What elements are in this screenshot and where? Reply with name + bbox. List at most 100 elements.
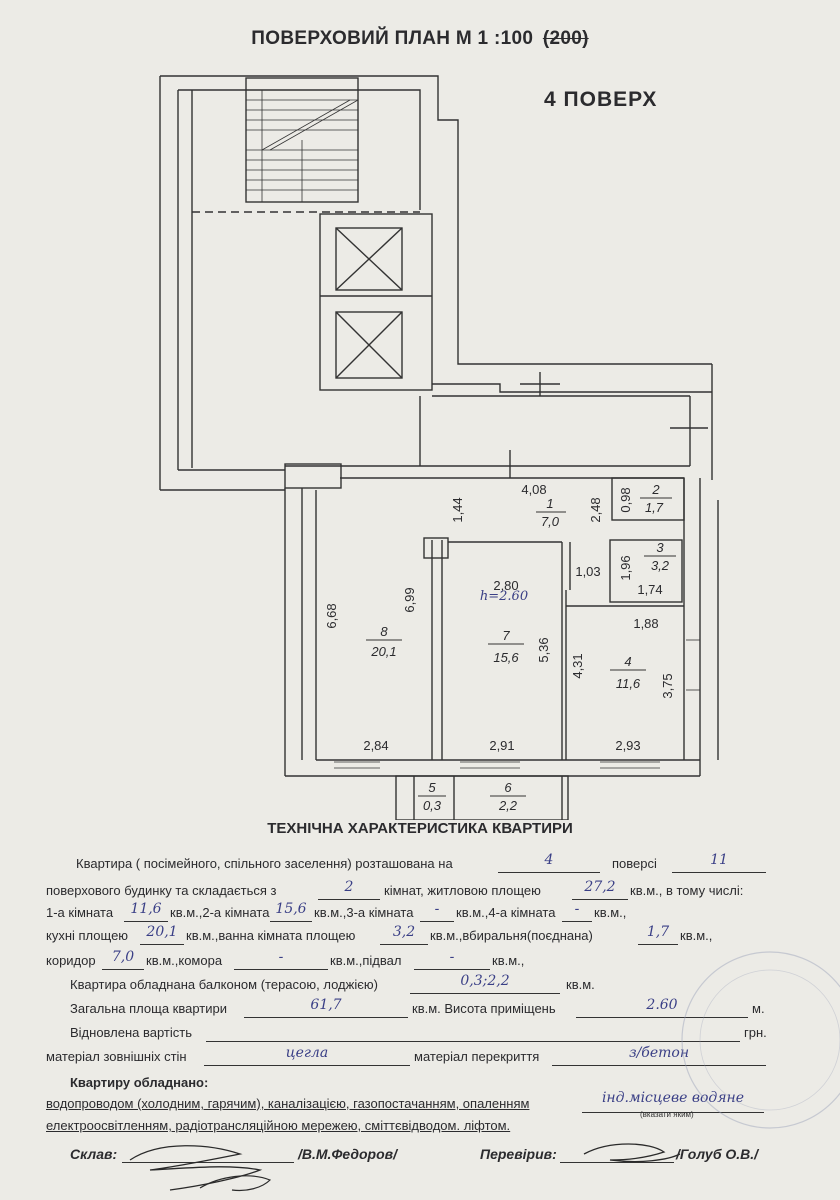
r9-floor-value: з/бетон — [628, 1045, 690, 1061]
r5-storage-label: кв.м.,комора — [146, 953, 223, 968]
dim-1-03: 1,03 — [575, 564, 600, 579]
room-7-number: 7 — [502, 628, 510, 643]
r4-kitchen-label: кухні площею — [46, 928, 129, 943]
r3-room3-value: - — [434, 901, 440, 917]
r5-storage-value: - — [278, 949, 284, 965]
r3-room2-value: 15,6 — [275, 901, 307, 917]
tech-row-12: електроосвітленням, радіотрансляційною м… — [0, 1118, 840, 1140]
signature-row: Склав: /В.М.Федоров/ Перевірив: /Голуб О… — [0, 1146, 840, 1168]
equipment-heading: Квартиру обладнано: — [70, 1075, 209, 1090]
r4-bath-label: кв.м.,ванна кімната площею — [186, 928, 356, 943]
r9-walls-label: матеріал зовнішніх стін — [46, 1049, 187, 1064]
r2-living-value: 27,2 — [584, 879, 616, 895]
dim-6-68: 6,68 — [324, 603, 339, 628]
signature-fedorov — [129, 1145, 263, 1191]
r6-balcony-value: 0,3;2,2 — [460, 973, 510, 989]
dim-2-48: 2,48 — [588, 497, 603, 522]
r3-room4-label: кв.м.,4-а кімната — [456, 905, 556, 920]
room-6-area: 2,2 — [498, 798, 518, 813]
room-5-number: 5 — [428, 780, 436, 795]
wall-outer-top — [160, 75, 712, 365]
lift-shaft-1 — [335, 227, 403, 291]
r4-kitchen-value: 20,1 — [146, 924, 178, 940]
dim-1-96: 1,96 — [618, 555, 633, 580]
tech-row-9: матеріал зовнішніх стін цегла матеріал п… — [0, 1045, 840, 1071]
r9-floor-label: матеріал перекриття — [414, 1049, 540, 1064]
dim-5-36: 5,36 — [536, 637, 551, 662]
r9-walls-value: цегла — [285, 1045, 329, 1061]
floor-plan: 1 7,0 2 1,7 3 3,2 4 11,6 5 0,3 6 2,2 7 1… — [159, 75, 719, 820]
room-2-area: 1,7 — [645, 500, 664, 515]
dim-4-08: 4,08 — [521, 482, 546, 497]
r6-tail: кв.м. — [566, 977, 595, 992]
room-6-number: 6 — [504, 780, 512, 795]
r2-rooms-value: 2 — [344, 879, 354, 895]
r5-cellar-value: - — [449, 949, 455, 965]
room-5-area: 0,3 — [423, 798, 442, 813]
r12-utilities: електроосвітленням, радіотрансляційною м… — [46, 1118, 511, 1133]
room-3-outline — [609, 539, 683, 603]
lift-shaft-2 — [335, 311, 403, 379]
lift-block — [319, 213, 433, 391]
r4-wc-value: 1,7 — [646, 924, 670, 940]
r5-cellar-label: кв.м.,підвал — [330, 953, 402, 968]
page-title: ПОВЕРХОВИЙ ПЛАН М 1 :100 (200) — [0, 28, 840, 50]
tech-row-6: Квартира обладнана балконом (терасою, ло… — [0, 973, 840, 999]
r6-balcony-label: Квартира обладнана балконом (терасою, ло… — [70, 977, 378, 992]
tech-row-4: кухні площею 20,1 кв.м.,ванна кімната пл… — [0, 924, 840, 950]
r1-floor-value: 4 — [544, 852, 554, 868]
room-3-number: 3 — [656, 540, 664, 555]
r5-corridor-value: 7,0 — [111, 949, 135, 965]
r8-cost-label: Відновлена вартість — [70, 1025, 193, 1040]
r4-tail: кв.м., — [680, 928, 713, 943]
r11-hint: (вказати яким) — [640, 1110, 694, 1119]
r11-heating-value: інд.місцеве водяне — [601, 1090, 745, 1106]
r5-corridor-label: коридор — [46, 953, 96, 968]
r5-tail: кв.м., — [492, 953, 525, 968]
tech-heading: ТЕХНІЧНА ХАРАКТЕРИСТИКА КВАРТИРИ — [267, 820, 573, 837]
balcony-outline — [395, 775, 569, 820]
tech-row-2: поверхового будинку та складається з 2 к… — [0, 879, 840, 905]
dim-0-98: 0,98 — [618, 487, 633, 512]
r2-tail: кв.м., в тому числі: — [630, 883, 744, 898]
r3-room1-label: 1-а кімната — [46, 905, 114, 920]
room-2-outline — [611, 477, 685, 521]
dim-2-93: 2,93 — [615, 738, 640, 753]
room-8-number: 8 — [380, 624, 388, 639]
tech-row-5: коридор 7,0 кв.м.,комора - кв.м.,підвал … — [0, 949, 840, 975]
dim-1-44: 1,44 — [450, 497, 465, 522]
room-8-area: 20,1 — [370, 644, 396, 659]
title-text: ПОВЕРХОВИЙ ПЛАН М 1 :100 — [251, 28, 534, 49]
dim-6-99: 6,99 — [402, 587, 417, 612]
tech-row-10: Квартиру обладнано: — [0, 1075, 840, 1097]
stamp — [681, 951, 840, 1129]
r7-tail: м. — [752, 1001, 765, 1016]
dim-1-74: 1,74 — [637, 582, 662, 597]
checked-label: Перевірив: — [480, 1146, 557, 1162]
r7-total-value: 61,7 — [310, 997, 342, 1013]
compiled-label: Склав: — [70, 1146, 118, 1162]
room-1-area: 7,0 — [541, 514, 560, 529]
tech-row-1: Квартира ( посімейного, спільного заселе… — [0, 852, 840, 878]
room-4-number: 4 — [624, 654, 631, 669]
r11-utilities: водопроводом (холодним, гарячим), каналі… — [46, 1096, 530, 1111]
height-note: h=2.60 — [480, 589, 528, 604]
r3-room2-label: кв.м.,2-а кімната — [170, 905, 270, 920]
r7-height-value: 2.60 — [646, 997, 678, 1013]
dimension-labels: 4,08 2,80 1,03 1,74 1,88 2,84 2,91 2,93 … — [324, 482, 675, 753]
shaft-box — [284, 463, 342, 489]
r7-height-label: кв.м. Висота приміщень — [412, 1001, 556, 1016]
dim-3-75: 3,75 — [660, 673, 675, 698]
plan-walls — [159, 75, 719, 820]
checked-name: /Голуб О.В./ — [676, 1146, 759, 1162]
room-1-number: 1 — [546, 496, 553, 511]
dim-1-88: 1,88 — [633, 616, 658, 631]
r8-tail: грн. — [744, 1025, 767, 1040]
r1-total-floors-value: 11 — [710, 852, 728, 868]
struck-scale: (200) — [542, 28, 589, 49]
room-7-area: 15,6 — [493, 650, 519, 665]
room-4-area: 11,6 — [616, 676, 641, 691]
room-3-area: 3,2 — [651, 558, 670, 573]
tech-row-8: Відновлена вартість грн. — [0, 1025, 840, 1047]
r4-bath-value: 3,2 — [392, 924, 416, 940]
